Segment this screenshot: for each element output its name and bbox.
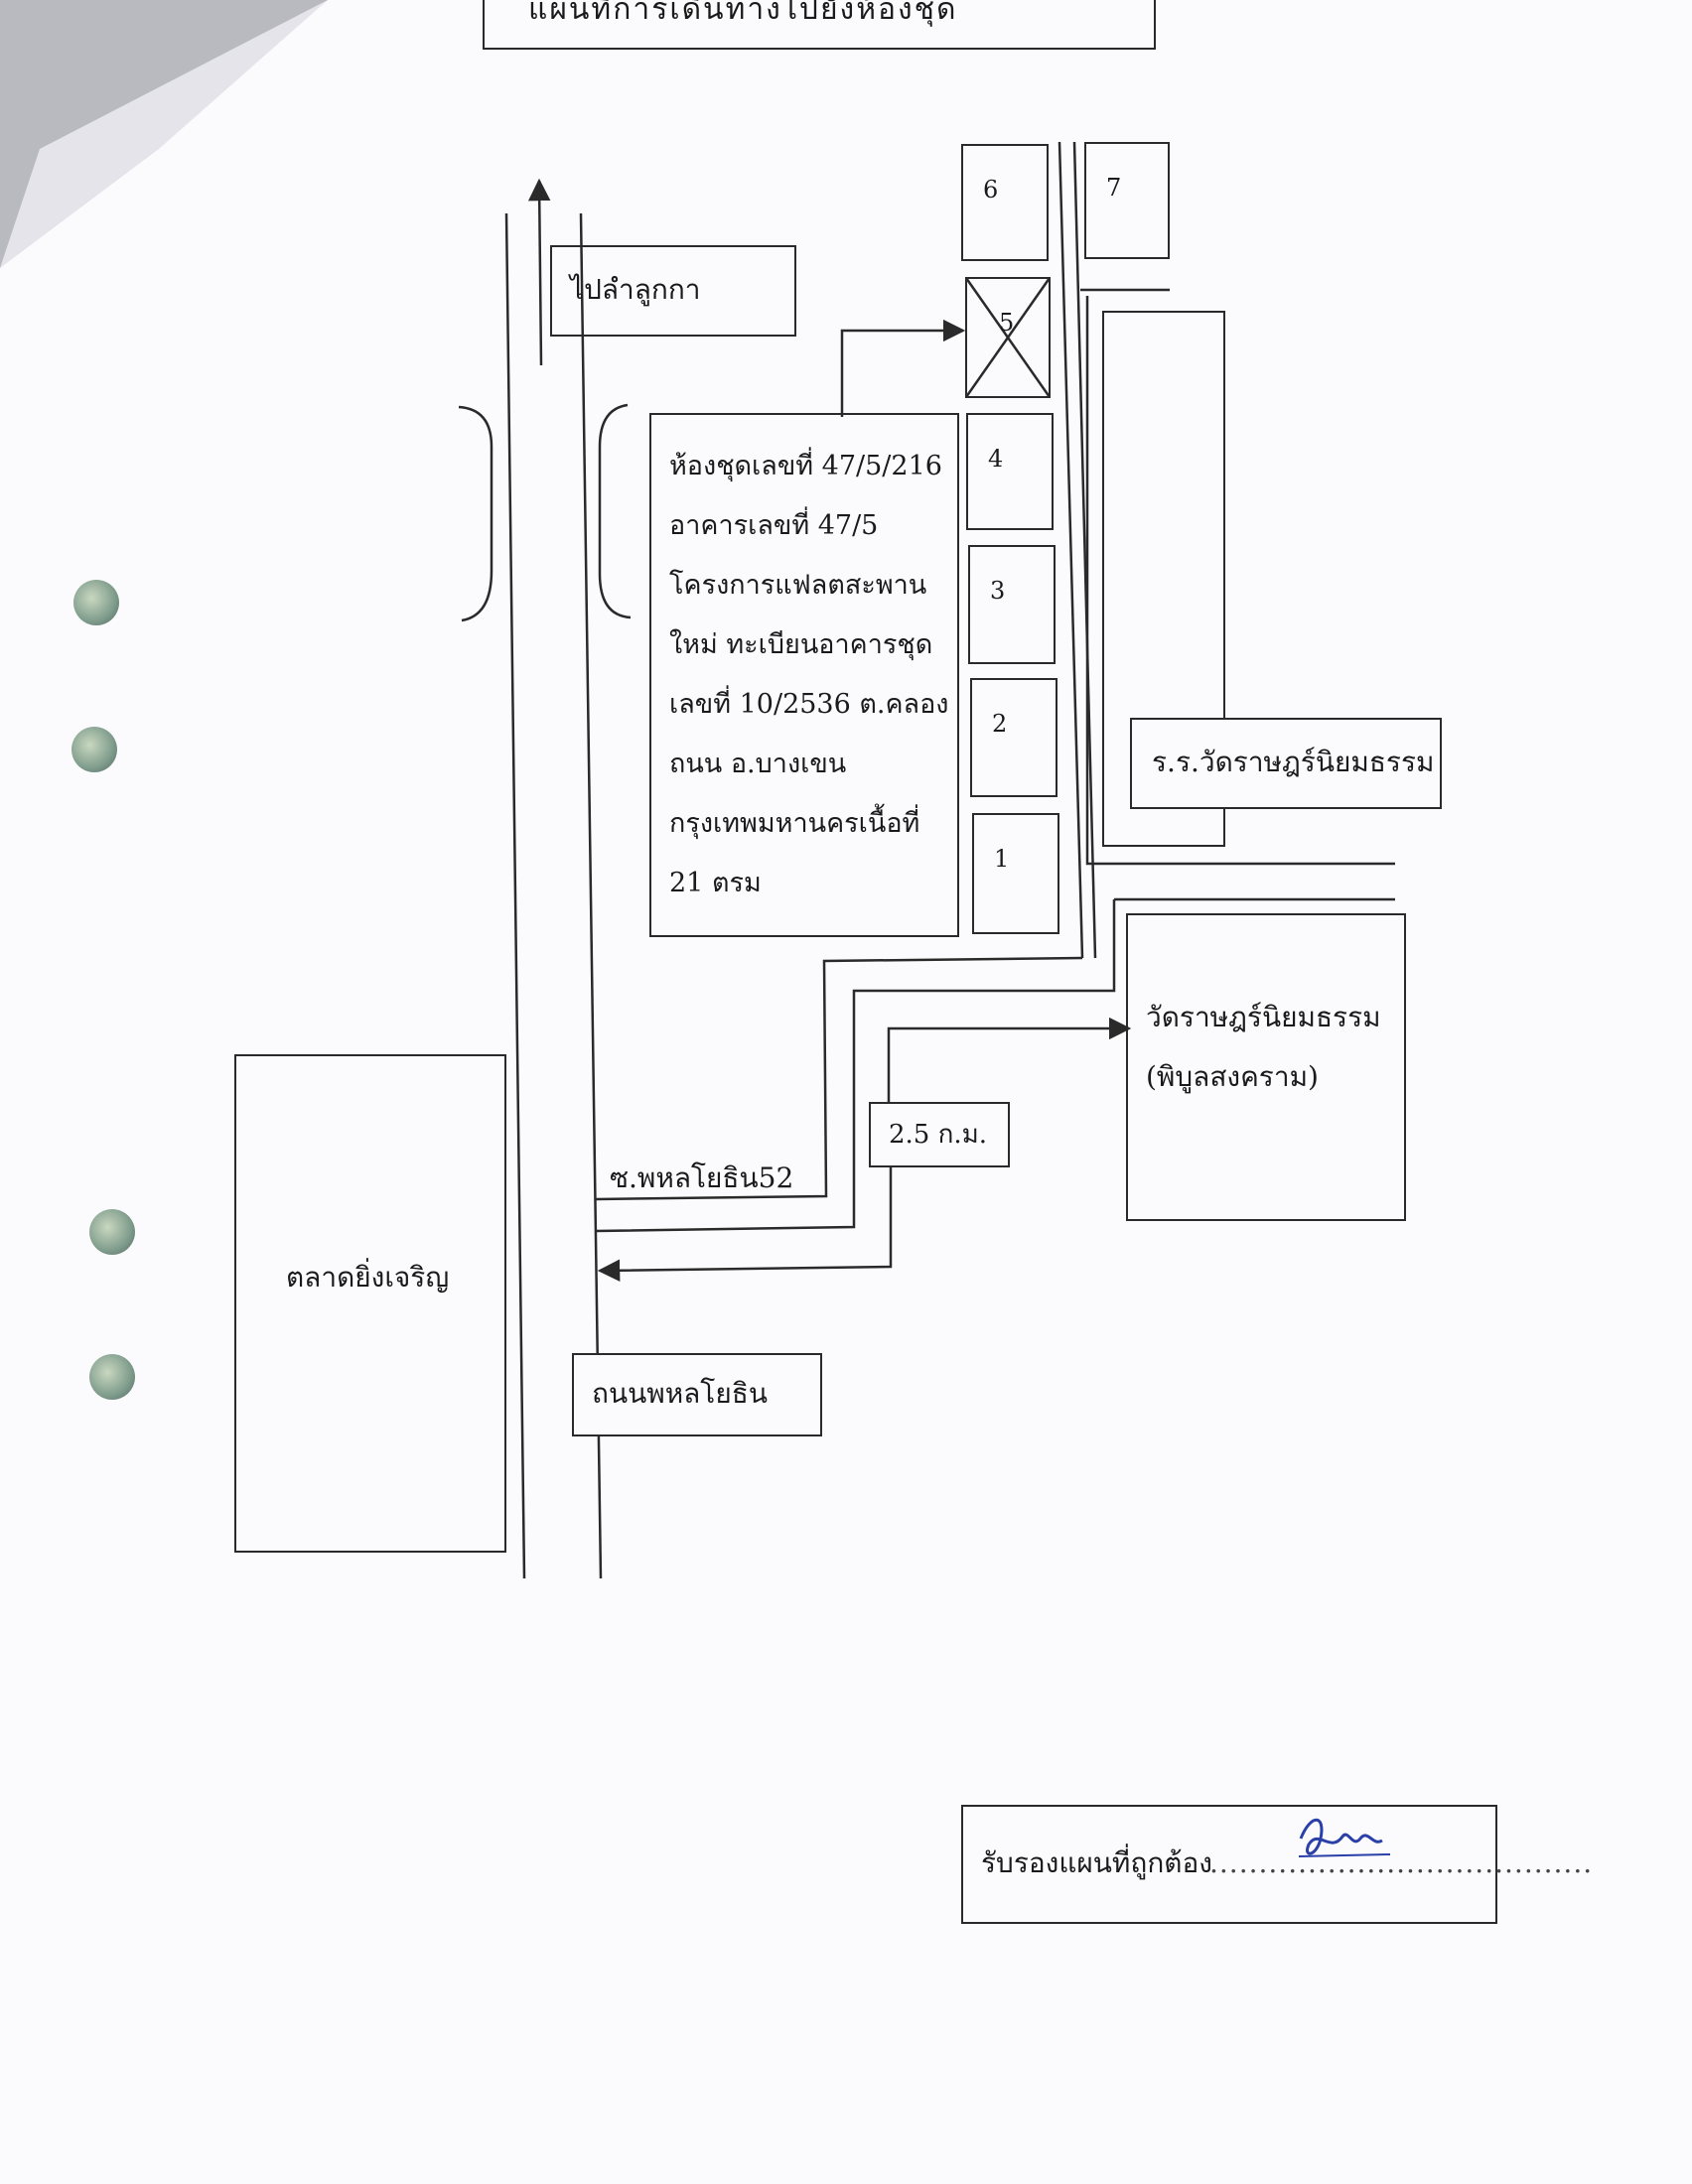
room-desc-line: ถนน อ.บางเขน [669, 749, 847, 779]
soi-road-mid-line [595, 899, 1116, 1233]
signature-icon [1298, 1818, 1391, 1857]
certify-box: รับรองแผนที่ถูกต้อง ....................… [961, 1805, 1592, 1924]
punch-hole-icon [73, 580, 119, 625]
room-desc-line: ห้องชุดเลขที่ 47/5/216 [669, 451, 942, 481]
page-title: แผนที่การเดินทางไปยังห้องชุด [528, 0, 958, 27]
to-lam-luk-ka-label: ไปลำลูกกา [570, 273, 701, 306]
building-7: 7 [1084, 142, 1170, 259]
return-route-line [597, 1163, 893, 1282]
school-building [1102, 311, 1225, 847]
building-5: 5 [965, 277, 1051, 398]
school-road-inner-line [1085, 296, 1395, 866]
building-1-number: 1 [994, 845, 1010, 873]
building-2: 2 [970, 678, 1058, 797]
room-desc-line: เลขที่ 10/2536 ต.คลอง [669, 689, 949, 720]
certify-dotted-line: ....................................... [1209, 1846, 1594, 1879]
building-1: 1 [972, 813, 1059, 934]
school-label-box: ร.ร.วัดราษฎร์นิยมธรรม [1130, 718, 1442, 809]
room-desc-line: โครงการแฟลตสะพาน [669, 570, 927, 601]
building-5-number: 5 [999, 309, 1015, 337]
room-desc-line: ใหม่ ทะเบียนอาคารชุด [669, 629, 933, 660]
building-6-number: 6 [983, 176, 999, 204]
north-arrow-line [527, 178, 551, 366]
punch-hole-icon [89, 1354, 135, 1400]
right-bracket [598, 403, 632, 619]
to-lam-luk-ka-box: ไปลำลูกกา [550, 245, 796, 337]
certify-label: รับรองแผนที่ถูกต้อง [981, 1846, 1212, 1879]
building-4: 4 [966, 413, 1054, 530]
building-3-number: 3 [990, 577, 1006, 605]
building-7-number: 7 [1106, 174, 1122, 202]
title-box: แผนที่การเดินทางไปยังห้องชุด [483, 0, 1156, 50]
road-label: ถนนพหลโยธิน [592, 1377, 768, 1410]
main-road-right-line [579, 212, 603, 1579]
road-label-box: ถนนพหลโยธิน [572, 1353, 822, 1436]
temple-label-line2: (พิบูลสงคราม) [1146, 1060, 1319, 1093]
bldg-road-right-line [1072, 141, 1097, 959]
room-description-text: ห้องชุดเลขที่ 47/5/216 อาคารเลขที่ 47/5 … [669, 437, 948, 913]
room-desc-line: 21 ตรม [669, 868, 762, 898]
soi-label: ซ.พหลโยธิน52 [610, 1161, 794, 1194]
room-desc-line: อาคารเลขที่ 47/5 [669, 510, 879, 541]
distance-label: 2.5 ก.ม. [889, 1120, 988, 1150]
punch-hole-icon [89, 1209, 135, 1255]
building5-cross-b [964, 277, 1052, 398]
page-fold-icon [0, 0, 328, 268]
bldg-road-left-line [1058, 141, 1084, 959]
building-6: 6 [961, 144, 1049, 261]
temple-box: วัดราษฎร์นิยมธรรม (พิบูลสงคราม) [1126, 913, 1406, 1221]
building-4-number: 4 [988, 445, 1004, 473]
punch-hole-icon [71, 727, 117, 772]
left-bracket [458, 405, 494, 622]
building-2-number: 2 [992, 710, 1008, 738]
market-box: ตลาดยิ่งเจริญ [234, 1054, 506, 1553]
temple-label-line1: วัดราษฎร์นิยมธรรม [1146, 1001, 1381, 1033]
main-road-left-line [504, 212, 526, 1579]
building-3: 3 [968, 545, 1056, 664]
room-description-box: ห้องชุดเลขที่ 47/5/216 อาคารเลขที่ 47/5 … [649, 413, 959, 937]
soi-road-north-line [595, 956, 1083, 1201]
school-label: ร.ร.วัดราษฎร์นิยมธรรม [1152, 746, 1435, 778]
room-desc-line: กรุงเทพมหานครเนื้อที่ [669, 808, 920, 839]
building5-route-line [840, 319, 966, 417]
market-label: ตลาดยิ่งเจริญ [286, 1261, 450, 1294]
distance-box: 2.5 ก.ม. [869, 1102, 1010, 1167]
